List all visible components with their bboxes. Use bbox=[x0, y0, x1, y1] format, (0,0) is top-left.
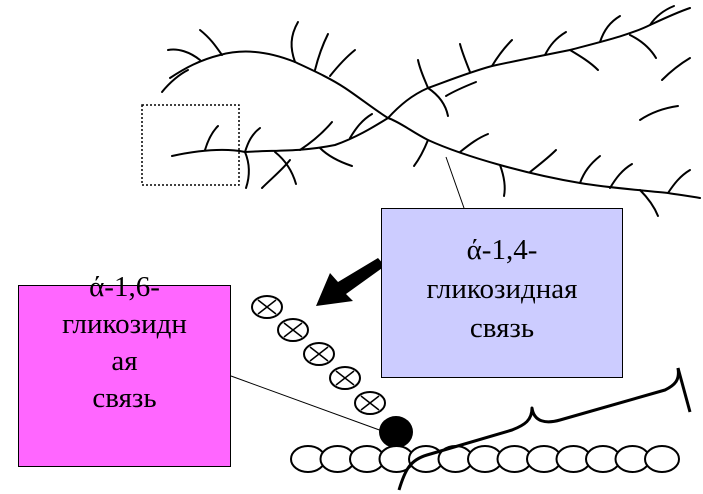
alpha16-line4: связь bbox=[92, 382, 157, 414]
pointer-line-alpha14 bbox=[445, 156, 465, 209]
branch-point-icon bbox=[379, 416, 413, 448]
hatched-glucose-unit-icon bbox=[277, 318, 309, 342]
chain-bracket bbox=[397, 367, 680, 491]
zoom-region-marker bbox=[141, 104, 240, 186]
alpha16-line1: ά-1,6- bbox=[89, 271, 160, 303]
pointer-line-alpha16 bbox=[230, 375, 386, 433]
hatched-glucose-unit-icon bbox=[251, 295, 283, 319]
linear-glucose-chain bbox=[290, 445, 680, 473]
hatched-glucose-chain bbox=[251, 295, 386, 415]
glycogen-tree bbox=[161, 5, 701, 217]
direction-arrow bbox=[316, 258, 385, 306]
glucose-unit-icon bbox=[644, 445, 680, 473]
alpha14-line3: связь bbox=[469, 312, 535, 344]
hatched-glucose-unit-icon bbox=[303, 342, 335, 366]
branch-glucose-unit-icon bbox=[379, 416, 413, 448]
bracket-end-tick bbox=[676, 367, 692, 413]
alpha14-line1: ά-1,4- bbox=[466, 234, 538, 266]
hatched-glucose-unit-icon bbox=[354, 391, 386, 415]
alpha-1-6-bond-label: ά-1,6- гликозидн ая связь bbox=[18, 271, 231, 467]
alpha-1-4-bond-label: ά-1,4- гликозидная связь bbox=[381, 208, 623, 378]
alpha14-line2: гликозидная bbox=[426, 273, 578, 305]
hatched-glucose-unit-icon bbox=[329, 366, 361, 390]
alpha16-line3: ая bbox=[111, 345, 138, 377]
alpha16-line2: гликозидн bbox=[62, 308, 187, 340]
